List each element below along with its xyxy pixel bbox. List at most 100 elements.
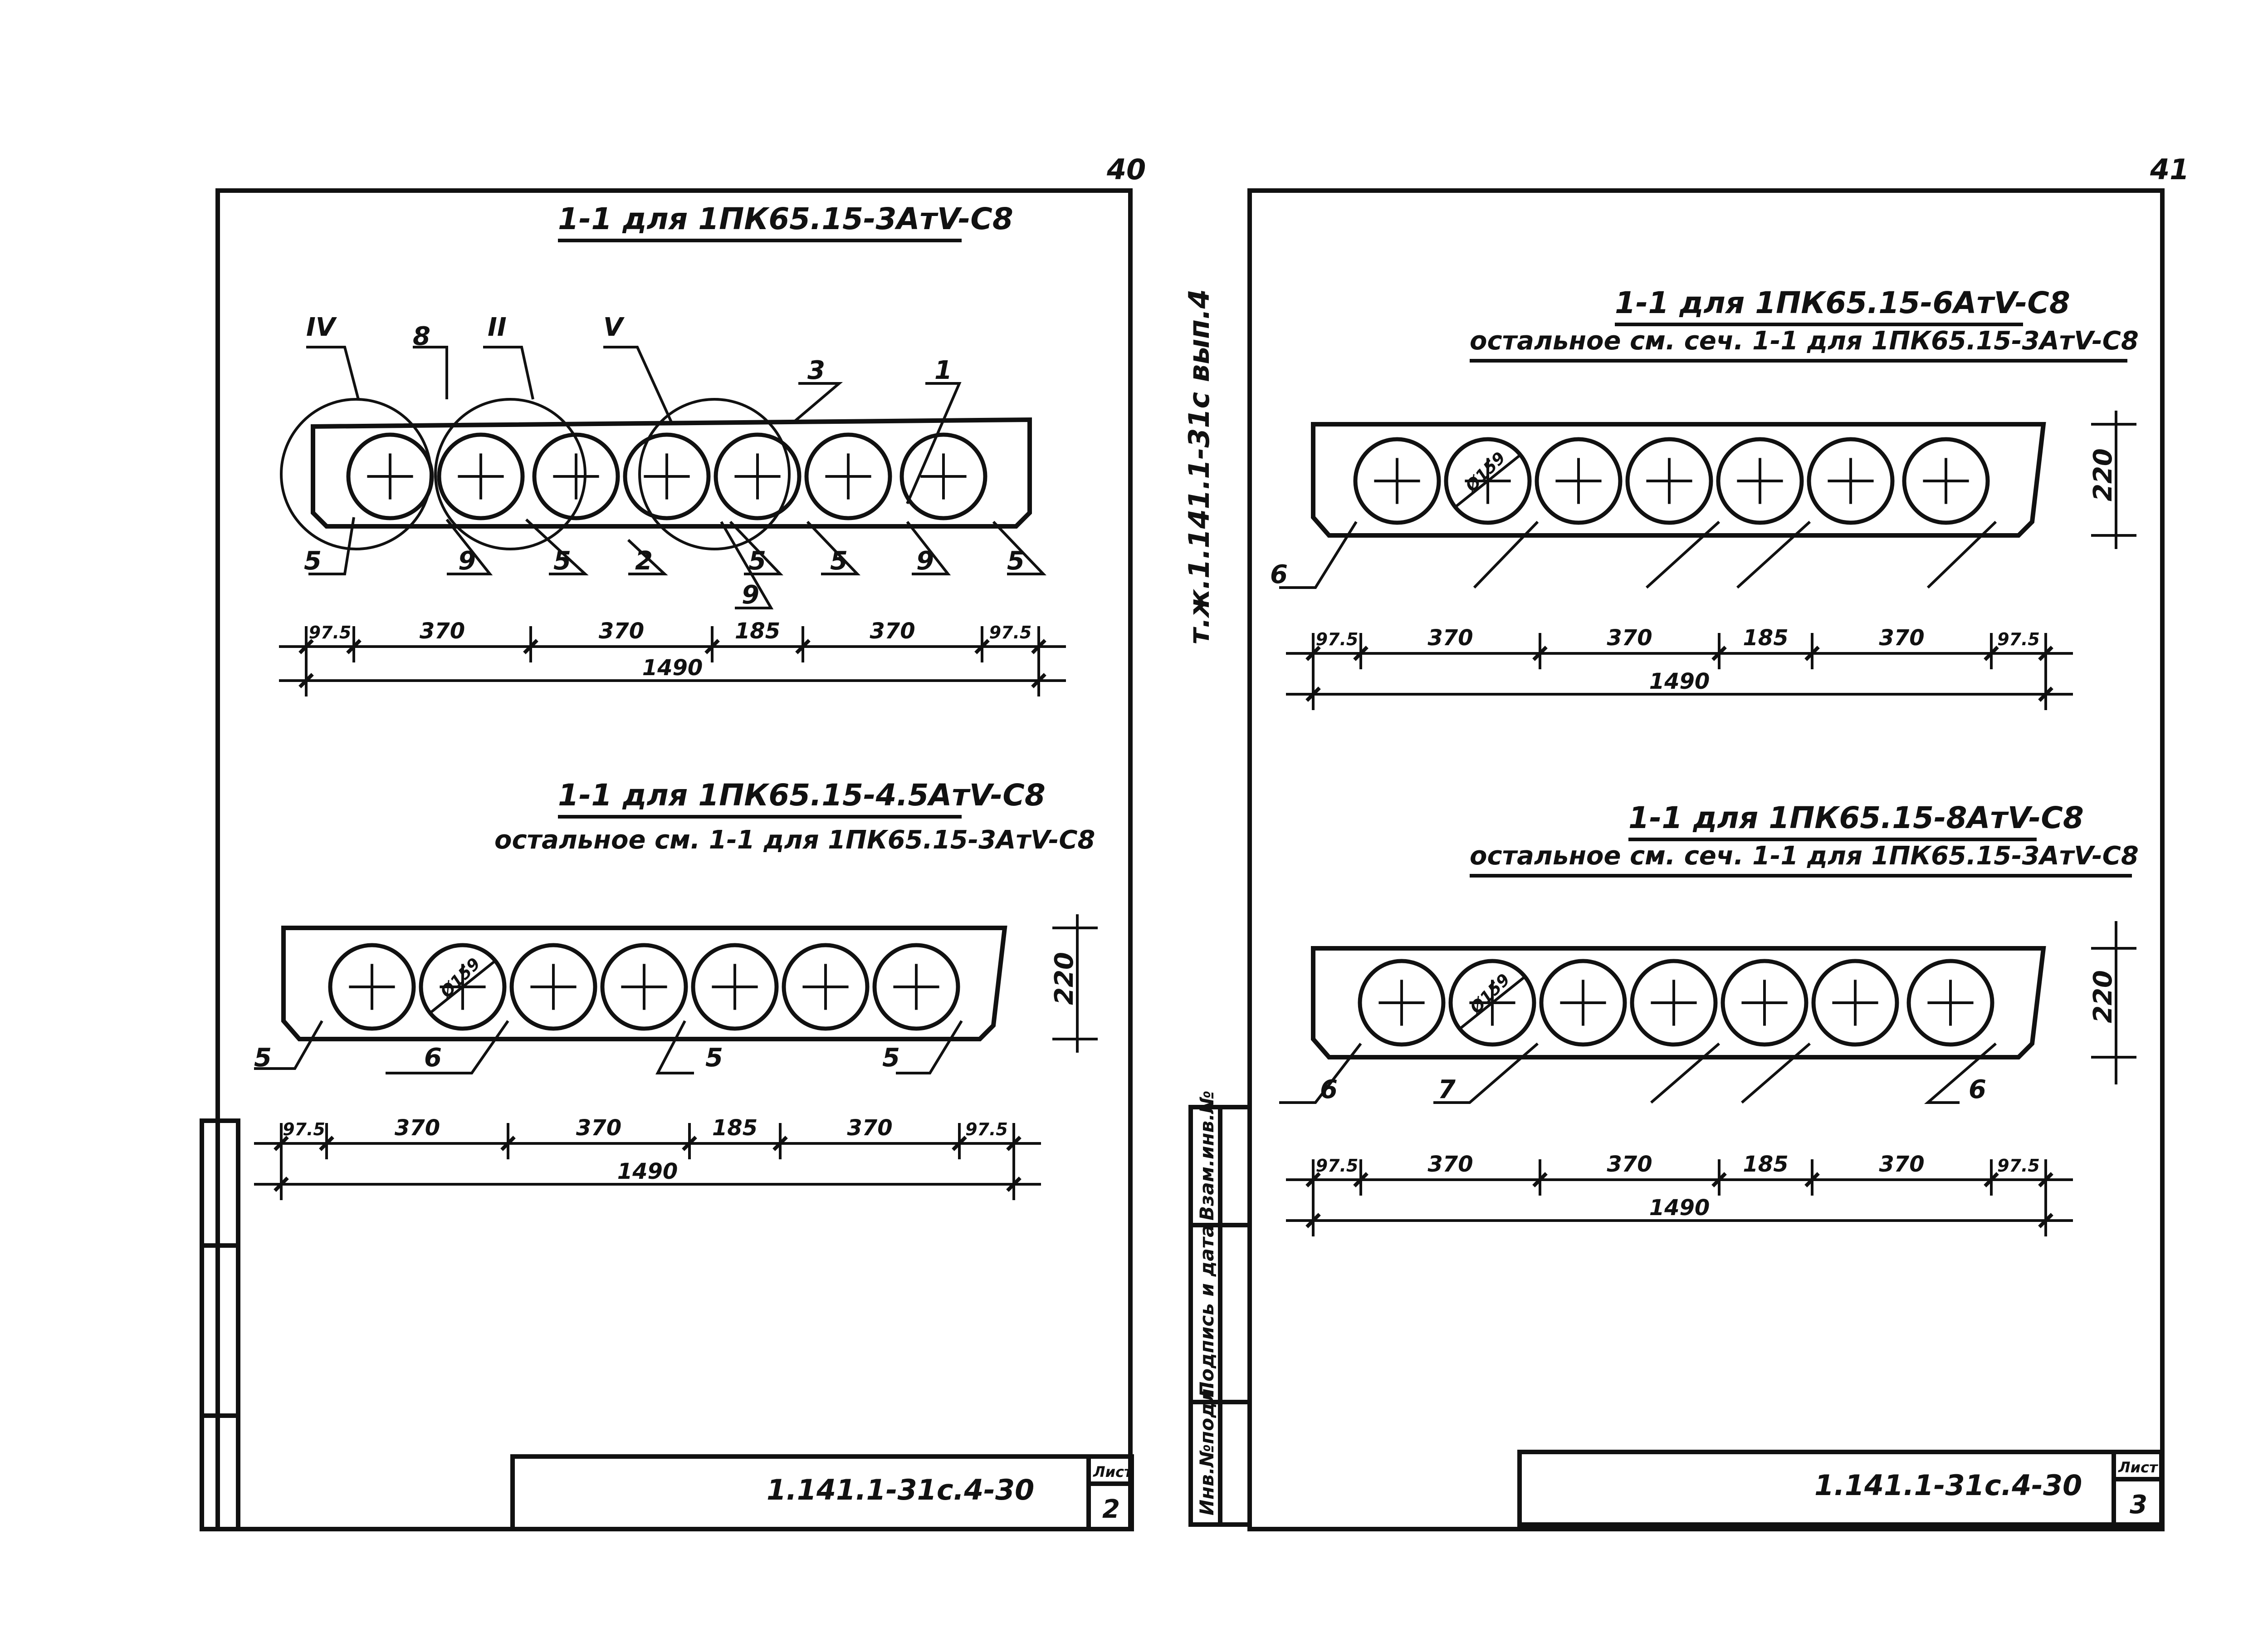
- void-hole: [872, 943, 960, 1031]
- void-hole: [714, 432, 802, 520]
- section-d-height: 220: [2088, 970, 2118, 1023]
- void-hole: [1358, 959, 1446, 1047]
- void-hole: [1448, 959, 1536, 1047]
- callout-b-6: 6: [424, 1043, 442, 1073]
- section-b-height: 220: [1050, 952, 1079, 1005]
- callout-9a: 9: [458, 546, 476, 576]
- dimension-label: 370: [1879, 625, 1924, 651]
- section-d: 1-1 для 1ПК65.15-8АтV-С8 остальное см. с…: [1279, 800, 2139, 1236]
- left-doc-code: 1.141.1-31с.4-30: [767, 1473, 1034, 1506]
- callout-b-5a: 5: [254, 1043, 272, 1073]
- void-hole: [691, 943, 779, 1031]
- callout-b-5b: 5: [705, 1043, 723, 1073]
- right-sheet-frame: [1247, 188, 2165, 1531]
- dimension-label: 370: [1427, 625, 1473, 651]
- stamp-label-replace: Взам.инв.№: [1196, 1090, 1218, 1221]
- hole-diameter-label: Ø159: [1466, 971, 1514, 1018]
- callout-b-5c: 5: [882, 1043, 900, 1073]
- callout-ii: II: [488, 313, 507, 342]
- dimension-label: 97.5: [283, 1119, 325, 1139]
- dimension-label: 370: [576, 1115, 621, 1141]
- section-a: 1-1 для 1ПК65.15-3АтV-С8 IV 8 II V 3 1: [279, 201, 1066, 696]
- stamp-label-signature: Подпись и дата: [1196, 1225, 1218, 1398]
- spine-label: т.ж.1.141.1-31с вып.4: [1183, 289, 1216, 644]
- section-b-subtitle: остальное см. 1-1 для 1ПК65.15-3АтV-С8: [494, 825, 1095, 855]
- detail-circle-iv: [280, 398, 432, 550]
- dimension-label: 370: [1607, 625, 1652, 651]
- dimension-label: 97.5: [965, 1119, 1008, 1139]
- dimension-label: 370: [1879, 1152, 1924, 1177]
- void-hole: [1721, 959, 1809, 1047]
- callout-5c: 5: [748, 546, 766, 576]
- void-hole: [419, 943, 507, 1031]
- stamp-label-inv: Инв.№подл.: [1196, 1381, 1218, 1515]
- callout-d-7: 7: [1438, 1075, 1456, 1104]
- callout-9c: 9: [742, 580, 759, 610]
- section-c-height: 220: [2088, 448, 2118, 501]
- section-c: 1-1 для 1ПК65.15-6АтV-С8 остальное см. с…: [1270, 285, 2139, 710]
- dimension-total: 1490: [1649, 1195, 1710, 1221]
- void-hole: [600, 943, 688, 1031]
- section-d-slab: [1311, 946, 2046, 1059]
- dimension-label: 97.5: [309, 623, 352, 642]
- void-hole: [1902, 437, 1990, 525]
- void-hole: [899, 432, 987, 520]
- page-number-right: 41: [2150, 153, 2189, 186]
- void-hole: [328, 943, 416, 1031]
- void-hole: [1811, 959, 1899, 1047]
- section-a-title: 1-1 для 1ПК65.15-3АтV-С8: [558, 201, 1013, 236]
- section-c-subtitle: остальное см. сеч. 1-1 для 1ПК65.15-3АтV…: [1470, 326, 2139, 356]
- callout-iv: IV: [306, 313, 337, 342]
- right-title-block: [1517, 1450, 2164, 1527]
- dimension-total: 1490: [617, 1159, 678, 1184]
- void-hole: [1625, 437, 1713, 525]
- right-sheet-label: Лист: [2118, 1459, 2159, 1476]
- dimension-total: 1490: [1649, 669, 1710, 694]
- section-b: 1-1 для 1ПК65.15-4.5АтV-С8 остальное см.…: [254, 778, 1098, 1200]
- callout-5e: 5: [1007, 546, 1025, 576]
- right-doc-code: 1.141.1-31с.4-30: [1814, 1469, 2082, 1502]
- void-hole: [1716, 437, 1804, 525]
- dimension-label: 97.5: [1316, 1156, 1359, 1176]
- left-sheet-frame: [215, 188, 1133, 1531]
- void-hole: [1539, 959, 1627, 1047]
- dimension-total: 1490: [642, 655, 703, 681]
- callout-5d: 5: [830, 546, 848, 576]
- section-b-slab: [281, 926, 1007, 1041]
- callout-9b: 9: [916, 546, 934, 576]
- section-b-title: 1-1 для 1ПК65.15-4.5АтV-С8: [558, 778, 1046, 813]
- section-a-slab: [311, 417, 1032, 529]
- left-title-block: [510, 1454, 1134, 1531]
- callout-d-6b: 6: [1969, 1075, 1986, 1104]
- hole-diameter-label: Ø159: [1461, 449, 1509, 496]
- void-hole: [804, 432, 892, 520]
- callout-v: V: [603, 313, 625, 342]
- left-sheet-number: 2: [1102, 1495, 1120, 1524]
- callout-c-6: 6: [1270, 560, 1288, 589]
- section-d-subtitle: остальное см. сеч. 1-1 для 1ПК65.15-3АтV…: [1470, 841, 2139, 871]
- void-hole: [437, 432, 525, 520]
- void-hole: [532, 432, 620, 520]
- void-hole: [1535, 437, 1623, 525]
- section-d-title: 1-1 для 1ПК65.15-8АтV-С8: [1628, 800, 2084, 835]
- dimension-label: 97.5: [989, 623, 1032, 642]
- dimension-label: 97.5: [1997, 629, 2040, 649]
- page-number-left: 40: [1106, 153, 1146, 186]
- callout-8: 8: [413, 322, 430, 351]
- section-c-slab: [1311, 422, 2046, 538]
- dimension-label: 185: [1743, 1152, 1788, 1177]
- dimension-label: 185: [735, 618, 780, 644]
- void-hole: [1353, 437, 1441, 525]
- dimension-label: 97.5: [1316, 629, 1359, 649]
- void-hole: [1807, 437, 1895, 525]
- void-hole: [509, 943, 597, 1031]
- dimension-label: 370: [1607, 1152, 1652, 1177]
- dimension-label: 370: [599, 618, 644, 644]
- dimension-label: 370: [1427, 1152, 1473, 1177]
- detail-circle-v: [638, 398, 791, 550]
- callout-5a: 5: [304, 546, 322, 576]
- detail-circle-ii: [434, 398, 587, 550]
- callout-5b: 5: [553, 546, 571, 576]
- hole-diameter-label: Ø159: [436, 955, 484, 1002]
